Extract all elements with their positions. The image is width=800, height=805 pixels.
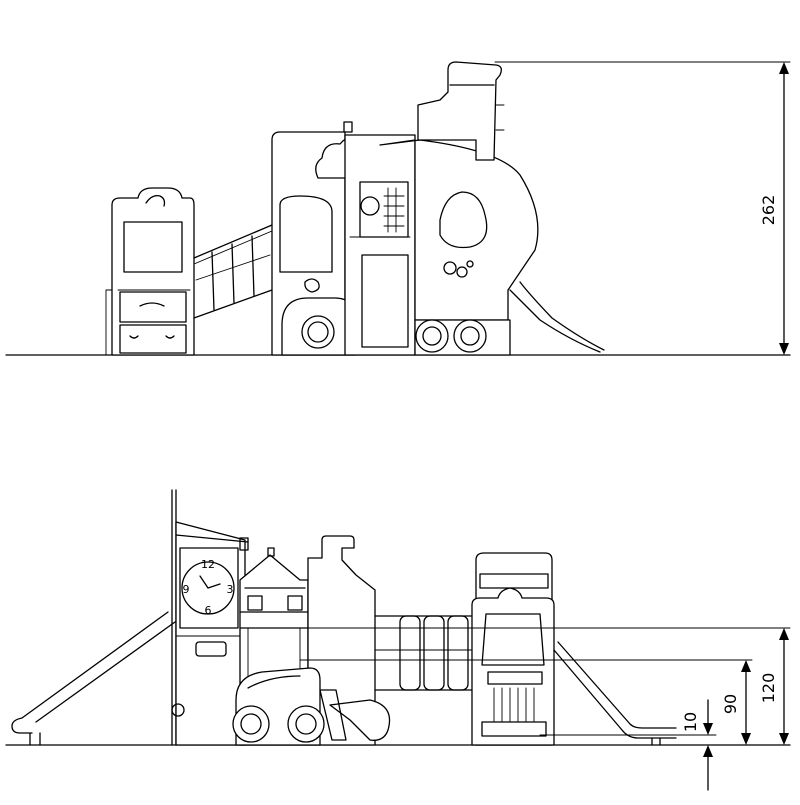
dimension-total-height: 262 — [494, 61, 791, 355]
clock-number-12: 12 — [201, 558, 215, 571]
dimension-label-90: 90 — [721, 694, 740, 714]
top-elevation: 262 — [5, 61, 791, 356]
clock-number-9: 9 — [183, 583, 190, 596]
locomotive-top — [271, 61, 605, 356]
right-slide — [553, 641, 677, 746]
dimension-label-120: 120 — [759, 673, 778, 704]
clock-number-6: 6 — [205, 604, 212, 617]
locomotive-cabin-bottom — [232, 535, 391, 746]
dimension-label-262: 262 — [759, 195, 778, 226]
dimension-platform-low: 10 — [539, 699, 717, 791]
net-bridge-top — [193, 224, 273, 319]
left-tower — [105, 187, 195, 356]
dimension-platform-mid: 90 — [299, 659, 753, 745]
clock-number-3: 3 — [227, 583, 234, 596]
bottom-elevation: 12 3 6 9 — [5, 489, 791, 791]
truck-tower — [471, 552, 555, 746]
dimension-platform-high: 120 — [299, 627, 791, 745]
left-slide — [11, 611, 176, 746]
dimension-label-10: 10 — [681, 712, 700, 732]
tunnel-bridge-bottom — [374, 615, 473, 691]
